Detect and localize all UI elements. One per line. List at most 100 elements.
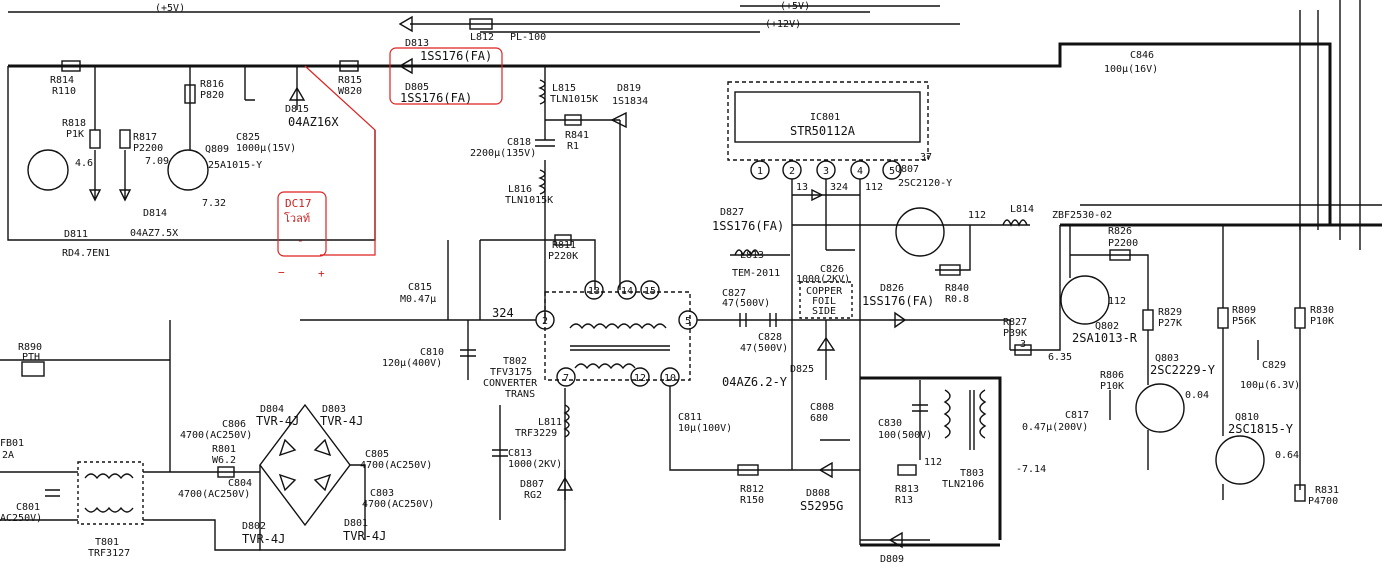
label-c818v: 2200μ(135V) [470, 148, 536, 159]
label-c830: C830 [878, 418, 902, 429]
label-d825: D825 [790, 364, 814, 375]
label-r841: R841 [565, 130, 589, 141]
label-zbf: ZBF2530-02 [1052, 210, 1112, 221]
label-q803: Q803 [1155, 353, 1179, 364]
label-c801: C801 [16, 502, 40, 513]
label-fb01v: 2A [2, 450, 14, 461]
label-r812: R812 [740, 484, 764, 495]
label-d826v: 1SS176(FA) [862, 294, 934, 308]
transistor-q810 [1215, 435, 1265, 485]
label-c828v: 47(500V) [740, 343, 788, 354]
label-r812v: R150 [740, 495, 764, 506]
label-c846v: 100μ(16V) [1104, 64, 1158, 75]
label-copper2: FOIL [812, 296, 836, 307]
label-r816v: P820 [200, 90, 224, 101]
label-l813: L813 [740, 250, 764, 261]
label-r830: R830 [1310, 305, 1334, 316]
label-c817: C817 [1065, 410, 1089, 421]
label-l811: L811 [538, 417, 562, 428]
label-r831v: P4700 [1308, 496, 1338, 507]
label-r826v: P2200 [1108, 238, 1138, 249]
label-r831: R831 [1315, 485, 1339, 496]
label-d815v: 04AZ16X [288, 115, 339, 129]
label-c806: C806 [222, 419, 246, 430]
annotation-path [304, 65, 376, 256]
label-c846: C846 [1130, 50, 1154, 61]
label-r813: R813 [895, 484, 919, 495]
t801-outline [77, 461, 144, 525]
annotation-minus: − [278, 266, 285, 279]
label-r827v: P39K [1003, 328, 1027, 339]
transistor-q [27, 149, 69, 191]
label-v13: 13 [796, 182, 808, 193]
label-c803v: 4700(AC250V) [362, 499, 434, 510]
transistor-q809 [167, 149, 209, 191]
label-r809: R809 [1232, 305, 1256, 316]
label-r840v: R0.8 [945, 294, 969, 305]
label-fb01: FB01 [0, 438, 24, 449]
label-v004: 0.04 [1185, 390, 1209, 401]
label-c830v: 100(500V) [878, 430, 932, 441]
label-v064: 0.64 [1275, 450, 1299, 461]
label-r814: R814 [50, 75, 74, 86]
label-q803v: 2SC2229-Y [1150, 363, 1216, 377]
ic-pin-2: 2 [789, 166, 795, 177]
label-c827v: 47(500V) [722, 298, 770, 309]
t802-outline [544, 291, 691, 381]
label-r811: R811 [552, 240, 576, 251]
label-c828: C828 [758, 332, 782, 343]
label-c817v: 0.47μ(200V) [1022, 422, 1088, 433]
label-r890v: PTH [22, 352, 40, 363]
label-r826: R826 [1108, 226, 1132, 237]
label-v112b: 112 [968, 210, 986, 221]
label-c818: C818 [507, 137, 531, 148]
label-t803: T803 [960, 468, 984, 479]
label-r811v: P220K [548, 251, 578, 262]
label-d811: D811 [64, 229, 88, 240]
label-q802: Q802 [1095, 321, 1119, 332]
label-r806: R806 [1100, 370, 1124, 381]
label-d802: D802 [242, 521, 266, 532]
label-c803: C803 [370, 488, 394, 499]
label-r801: R801 [212, 444, 236, 455]
label-t802v: TFV3175 [490, 367, 532, 378]
label-r801v: W6.2 [212, 455, 236, 466]
label-5v-right: (+5V) [780, 1, 810, 12]
transistor-q802 [1060, 275, 1110, 325]
annotation-tag: DC17 [285, 197, 312, 210]
pin-10: 10 [664, 373, 676, 384]
label-c811: C811 [678, 412, 702, 423]
label-c826v: 1000(2KV) [796, 274, 850, 285]
label-v112c: 112 [1108, 296, 1126, 307]
label-t802: T802 [503, 356, 527, 367]
label-v112: 112 [865, 182, 883, 193]
label-q809: Q809 [205, 144, 229, 155]
label-d805b: 1SS176(FA) [400, 91, 472, 105]
label-v112d: 112 [924, 457, 942, 468]
label-v46: 4.6 [75, 158, 93, 169]
label-r817v: P2200 [133, 143, 163, 154]
label-d819: D819 [617, 83, 641, 94]
ic-pin-4: 4 [857, 166, 863, 177]
label-c829v: 100μ(6.3V) [1240, 380, 1300, 391]
label-t801: T801 [95, 537, 119, 548]
label-d814v: 04AZ7.5X [130, 228, 178, 239]
label-r829: R829 [1158, 307, 1182, 318]
label-d807v: RG2 [524, 490, 542, 501]
label-l815v: TLN1015K [550, 94, 598, 105]
label-l816: L816 [508, 184, 532, 195]
label-r818: R818 [62, 118, 86, 129]
pin-7: 7 [563, 373, 569, 384]
label-conv: CONVERTER [483, 378, 538, 389]
label-q807: Q807 [895, 164, 919, 175]
label-c805: C805 [365, 449, 389, 460]
label-r815: R815 [338, 75, 362, 86]
label-d808v: S5295G [800, 499, 843, 513]
annotation-plus: + [318, 267, 325, 280]
label-d819v: 1S1834 [612, 96, 648, 107]
bridge-rectifier [259, 403, 351, 527]
label-d825v: 04AZ6.2-Y [722, 375, 788, 389]
label-d805a: 1SS176(FA) [420, 49, 492, 63]
